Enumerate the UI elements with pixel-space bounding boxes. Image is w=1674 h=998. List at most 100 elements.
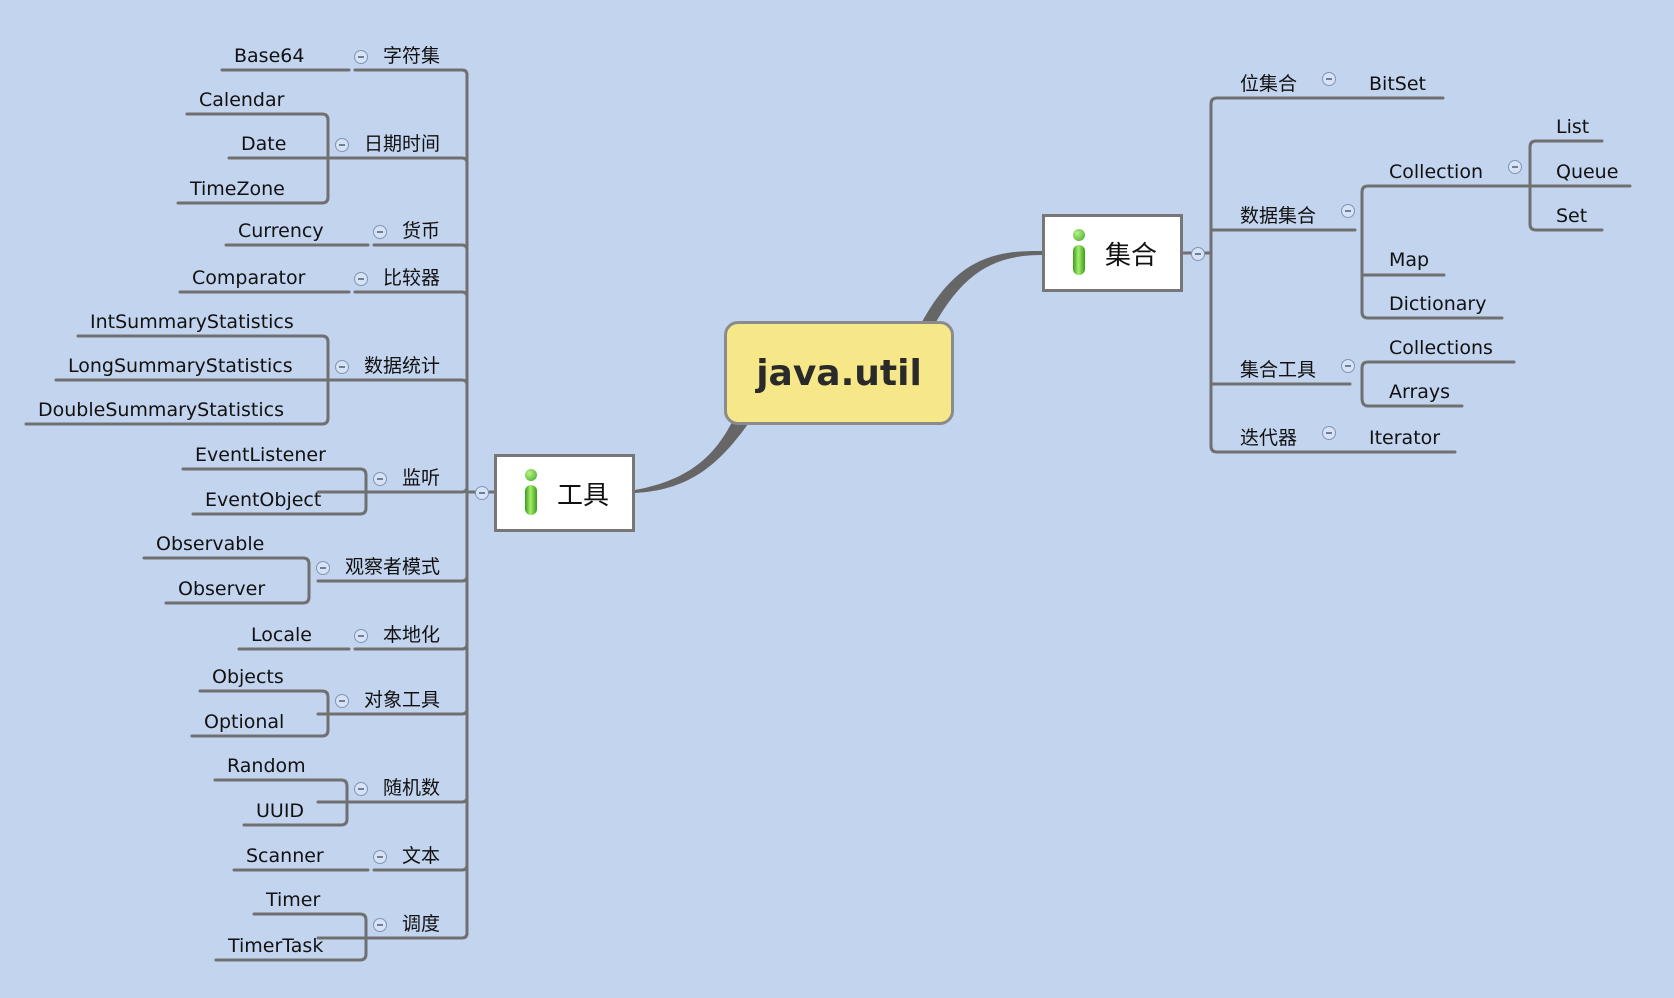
- collapse-toggle-icon[interactable]: [1341, 204, 1355, 218]
- tools-leaf-label[interactable]: Date: [241, 133, 287, 155]
- collections-leaf-label[interactable]: Collections: [1389, 337, 1493, 359]
- connector-line: [316, 485, 469, 494]
- collapse-toggle-icon[interactable]: [1322, 72, 1336, 86]
- tools-leaf-label[interactable]: EventListener: [195, 444, 326, 466]
- collections-leaf-label[interactable]: Set: [1556, 205, 1588, 227]
- topic-collections[interactable]: 集合: [1042, 214, 1183, 292]
- tools-leaf-label[interactable]: TimeZone: [190, 178, 285, 200]
- collapse-toggle-icon[interactable]: [354, 629, 368, 643]
- collections-leaf-label[interactable]: BitSet: [1369, 73, 1426, 95]
- tools-leaf-label[interactable]: TimerTask: [228, 935, 324, 957]
- connector-line: [1360, 360, 1516, 370]
- collapse-toggle-icon[interactable]: [373, 850, 387, 864]
- info-icon: [1071, 229, 1087, 277]
- tools-item-label[interactable]: 货币: [402, 220, 441, 242]
- connector-line: [316, 795, 469, 804]
- connector-line: [164, 595, 311, 605]
- collapse-toggle-icon[interactable]: [1191, 247, 1205, 261]
- connector-line: [372, 243, 469, 252]
- tools-item-label[interactable]: 观察者模式: [345, 556, 441, 578]
- collections-item-label[interactable]: 位集合: [1240, 73, 1298, 95]
- tools-leaf-label[interactable]: Comparator: [192, 267, 306, 289]
- tools-leaf-label[interactable]: Locale: [251, 624, 312, 646]
- tools-leaf-label[interactable]: Objects: [212, 666, 284, 688]
- connector-line: [353, 290, 469, 299]
- connector-line: [353, 68, 469, 77]
- tools-leaf-label[interactable]: Timer: [266, 889, 321, 911]
- collapse-toggle-icon[interactable]: [373, 472, 387, 486]
- tools-item-label[interactable]: 随机数: [383, 777, 441, 799]
- tools-item-label[interactable]: 日期时间: [364, 133, 441, 155]
- collapse-toggle-icon[interactable]: [335, 694, 349, 708]
- topic-tools[interactable]: 工具: [494, 454, 635, 532]
- collapse-toggle-icon[interactable]: [475, 486, 489, 500]
- tools-item-label[interactable]: 数据统计: [364, 355, 441, 377]
- tools-leaf-label[interactable]: Observer: [178, 578, 266, 600]
- collections-item-label[interactable]: 数据集合: [1240, 205, 1317, 227]
- connector-line: [214, 952, 368, 962]
- collections-item-label[interactable]: 集合工具: [1240, 359, 1317, 381]
- tools-item-label[interactable]: 比较器: [383, 267, 441, 289]
- tools-leaf-label[interactable]: DoubleSummaryStatistics: [38, 399, 284, 421]
- tools-leaf-label[interactable]: Optional: [204, 711, 285, 733]
- tools-leaf-label[interactable]: Scanner: [246, 845, 324, 867]
- tools-leaf-label[interactable]: EventObject: [205, 489, 322, 511]
- connector-line: [181, 467, 368, 477]
- connector-line: [353, 642, 469, 651]
- tools-item-label[interactable]: 字符集: [383, 45, 441, 67]
- connector-line: [76, 334, 330, 344]
- collections-leaf-label[interactable]: Collection: [1389, 161, 1483, 183]
- collections-leaf-label[interactable]: Queue: [1556, 161, 1619, 183]
- connector-line: [1360, 396, 1464, 408]
- connector-line: [316, 574, 469, 583]
- collapse-toggle-icon[interactable]: [335, 138, 349, 152]
- tools-leaf-label[interactable]: Base64: [234, 45, 305, 67]
- connector-line: [1360, 310, 1504, 320]
- connector-line: [185, 112, 330, 122]
- tools-item-label[interactable]: 对象工具: [364, 689, 441, 711]
- collapse-toggle-icon[interactable]: [354, 782, 368, 796]
- tools-leaf-label[interactable]: Random: [227, 755, 306, 777]
- tools-leaf-label[interactable]: Currency: [238, 220, 324, 242]
- tools-leaf-label[interactable]: IntSummaryStatistics: [90, 311, 294, 333]
- tools-item-label[interactable]: 监听: [402, 467, 441, 489]
- collapse-toggle-icon[interactable]: [335, 360, 349, 374]
- connector-line: [316, 707, 469, 716]
- collections-leaf-label[interactable]: List: [1556, 116, 1590, 138]
- connector-line: [1209, 96, 1445, 106]
- collections-leaf-label[interactable]: Iterator: [1369, 427, 1441, 449]
- collections-leaf-label[interactable]: Arrays: [1389, 381, 1451, 403]
- connector-line: [213, 778, 349, 788]
- collapse-toggle-icon[interactable]: [354, 50, 368, 64]
- tools-leaf-label[interactable]: UUID: [256, 800, 305, 822]
- tools-leaf-label[interactable]: LongSummaryStatistics: [68, 355, 293, 377]
- collections-item-label[interactable]: 迭代器: [1240, 427, 1298, 449]
- collapse-toggle-icon[interactable]: [1508, 160, 1522, 174]
- tools-item-label[interactable]: 调度: [402, 913, 441, 935]
- connector-line: [142, 556, 311, 566]
- connector-line: [198, 689, 330, 699]
- tools-item-label[interactable]: 本地化: [383, 624, 441, 646]
- tools-item-label[interactable]: 文本: [402, 845, 441, 867]
- connector-line: [1528, 139, 1604, 149]
- connector-line: [372, 863, 469, 872]
- connector-line: [316, 378, 469, 387]
- collapse-toggle-icon[interactable]: [1322, 426, 1336, 440]
- connector-line: [24, 416, 330, 426]
- connector-line: [1209, 444, 1457, 454]
- connector-line: [1528, 222, 1604, 232]
- root-node[interactable]: java.util: [724, 321, 954, 425]
- tools-leaf-label[interactable]: Calendar: [199, 89, 285, 111]
- connector-line: [242, 817, 349, 827]
- collapse-toggle-icon[interactable]: [316, 561, 330, 575]
- collections-leaf-label[interactable]: Dictionary: [1389, 293, 1487, 315]
- collapse-toggle-icon[interactable]: [354, 272, 368, 286]
- collapse-toggle-icon[interactable]: [373, 225, 387, 239]
- collapse-toggle-icon[interactable]: [1341, 359, 1355, 373]
- root-connector-collections: [922, 250, 1042, 322]
- topic-tools-label: 工具: [557, 480, 610, 511]
- collapse-toggle-icon[interactable]: [373, 918, 387, 932]
- tools-leaf-label[interactable]: Observable: [156, 533, 265, 555]
- collections-leaf-label[interactable]: Map: [1389, 249, 1430, 271]
